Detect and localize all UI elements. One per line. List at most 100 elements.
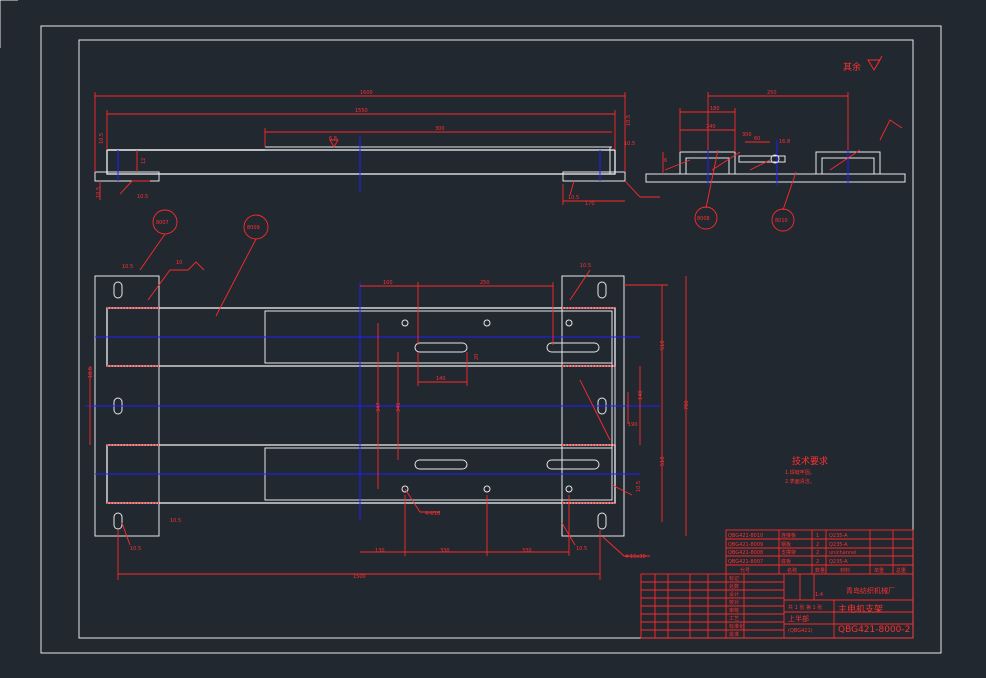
- svg-text:钢板: 钢板: [781, 541, 791, 548]
- viewport-corner: [0, 0, 18, 48]
- dim-middle: 300: [435, 126, 445, 132]
- svg-text:QBG421-8007: QBG421-8007: [728, 559, 763, 565]
- svg-text:2: 2: [816, 550, 819, 556]
- svg-text:Q235-A: Q235-A: [829, 559, 848, 565]
- tech-req-line-2: 2.表面清洁。: [785, 478, 815, 485]
- dim-left-h: 510: [660, 456, 666, 466]
- dim-mid2: 347: [376, 402, 382, 412]
- note-holes: 4-Φ16: [425, 511, 440, 517]
- callout-8007: 8007: [156, 220, 169, 226]
- callout-balloon-8008: [694, 206, 718, 230]
- dim-side-a: 250: [767, 90, 777, 96]
- dim-right-len: 170: [585, 201, 595, 207]
- dim-side-b: 180: [710, 106, 720, 112]
- dim-bot1: 130: [375, 548, 385, 554]
- dim-slot-w: 20: [474, 354, 480, 360]
- title-block-labels: 标记 处数 设计 校对 审核 工艺 标准化 批准: [729, 575, 744, 638]
- svg-text:总重: 总重: [896, 567, 906, 574]
- dim-bot2: 330: [440, 548, 450, 554]
- dim-bot3: 330: [522, 548, 532, 554]
- svg-text:单重: 单重: [874, 567, 884, 574]
- weld-plan-1: 10.5: [122, 264, 133, 270]
- dim-right-top: 10.5: [624, 141, 635, 147]
- svg-text:批准: 批准: [729, 631, 739, 638]
- callout-balloon-8010: [771, 208, 795, 232]
- side-thk: 10.5: [170, 518, 181, 524]
- svg-text:Q235-A: Q235-A: [829, 533, 848, 539]
- weld-left: 10.5: [99, 133, 105, 144]
- svg-text:审核: 审核: [729, 607, 739, 614]
- weld-mid: 6.8: [329, 136, 337, 142]
- svg-text:处数: 处数: [729, 583, 739, 590]
- weld-plan-6: 10.5: [636, 481, 642, 492]
- dim-inner: 1550: [355, 108, 368, 114]
- weld-right: 10.5: [626, 115, 632, 126]
- roughness-note: 其余: [843, 61, 861, 73]
- dim-right2: 190: [628, 422, 638, 428]
- dim-top2: 250: [480, 280, 490, 286]
- callout-8008: 8008: [697, 216, 710, 222]
- svg-text:标记: 标记: [729, 575, 739, 582]
- callout-8010: 8010: [775, 218, 788, 224]
- dim-overall-bot: 1500: [353, 574, 366, 580]
- svg-text:校对: 校对: [729, 599, 739, 606]
- company-name: 青岛纺织机械厂: [846, 586, 895, 595]
- tech-req-line-1: 1.焊缝牢固。: [785, 469, 815, 476]
- dim-left: 10.5: [88, 367, 94, 378]
- side-elevation-view: [645, 92, 906, 211]
- svg-text:QBG421-8009: QBG421-8009: [728, 542, 763, 548]
- dim-mid1: 341: [396, 402, 402, 412]
- roughness-symbol: [867, 55, 883, 71]
- dim-side-d: 300: [742, 132, 752, 138]
- svg-text:支撑架: 支撑架: [781, 549, 796, 556]
- dim-side-g: 6: [664, 158, 667, 164]
- svg-text:连接板: 连接板: [781, 532, 796, 539]
- svg-text:设计: 设计: [729, 591, 739, 598]
- svg-text:1: 1: [816, 533, 819, 539]
- weld-plan-5: 10.5: [576, 546, 587, 552]
- svg-text:工艺: 工艺: [729, 616, 739, 622]
- title-block: [640, 529, 914, 639]
- dim-side-e: 60: [754, 136, 760, 142]
- svg-text:QBG421-8008: QBG421-8008: [728, 550, 763, 556]
- dim-width-total: 780: [684, 400, 690, 410]
- weld-plan-2: 10: [176, 260, 182, 266]
- note-slots: 4-16x30: [625, 554, 646, 560]
- svg-text:底板: 底板: [781, 558, 791, 565]
- material-bottom: (QBG421): [788, 628, 813, 634]
- dim-right1: 140: [638, 390, 644, 400]
- outer-frame: [40, 25, 942, 654]
- svg-text:Q235-A: Q235-A: [829, 542, 848, 548]
- dim-side-left: 10.5: [96, 187, 102, 198]
- material-top: 上半部: [788, 614, 809, 623]
- sheet-count: 共 1 张 第 1 张: [788, 604, 822, 611]
- svg-text:材料: 材料: [840, 567, 850, 574]
- dim-overall: 1600: [360, 90, 373, 96]
- svg-text:名称: 名称: [787, 567, 797, 574]
- svg-text:代号: 代号: [740, 567, 750, 574]
- weld-left-bot: 10.5: [137, 194, 148, 200]
- dim-slot-len: 140: [436, 376, 446, 382]
- svg-text:2: 2: [816, 542, 819, 548]
- parts-list: QBG421-8010 连接板 1 Q235-A QBG421-8009 钢板 …: [728, 532, 906, 574]
- weld-plan-4: 10.5: [130, 546, 141, 552]
- svg-text:数量: 数量: [815, 567, 825, 574]
- weld-plan-3: 10.5: [580, 263, 591, 269]
- plan-view: [85, 233, 687, 580]
- weld-right-bot: 10.5: [568, 195, 579, 201]
- svg-text:标准化: 标准化: [729, 623, 744, 630]
- callout-8009: 8009: [247, 225, 260, 231]
- callout-balloon-8009: [243, 214, 269, 240]
- svg-text:2: 2: [816, 559, 819, 565]
- drawing-number: QBG421-8000-2: [838, 625, 910, 635]
- dim-side-c: 140: [706, 124, 716, 130]
- part-name: 主电机支架: [838, 603, 883, 615]
- scale: 1:4: [815, 592, 823, 598]
- svg-text:unichannel: unichannel: [829, 550, 857, 556]
- dim-side-f: 16.8: [779, 139, 790, 145]
- inner-frame: [78, 39, 914, 639]
- front-elevation-view: [94, 92, 660, 205]
- dim-side-h: 12: [141, 158, 147, 164]
- tech-req-title: 技术要求: [792, 455, 828, 467]
